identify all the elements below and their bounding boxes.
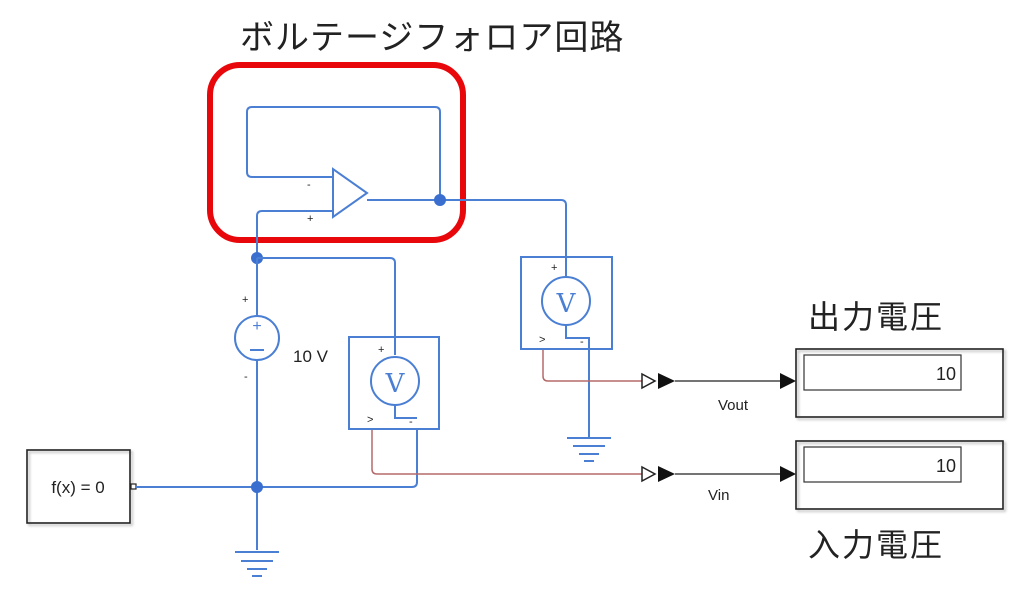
source-minus-label: - (244, 371, 248, 383)
output-display-field (803, 354, 962, 391)
ground-bus-wire[interactable] (136, 418, 418, 488)
highlight-box (207, 62, 466, 243)
vout-signal-wire[interactable] (542, 350, 642, 382)
source-plus-label: + (242, 294, 248, 306)
svg-text:V: V (556, 289, 577, 319)
vin-signal-wire[interactable] (371, 430, 642, 475)
opamp-symbol[interactable] (332, 167, 369, 219)
input-display-block[interactable] (795, 440, 1004, 510)
input-display-value: 10 (936, 456, 956, 476)
solver-block-label: f(x) = 0 (51, 478, 104, 497)
vout-signal-label: Vout (718, 397, 749, 414)
feedback-wire[interactable] (246, 106, 441, 200)
vout-arrow-icon (780, 373, 796, 389)
input-display-field (803, 446, 962, 483)
svg-text:>: > (539, 334, 545, 346)
vin-meter-plus-wire[interactable] (257, 257, 396, 358)
source-value-label: 10 V (293, 347, 329, 366)
output-display-value: 10 (936, 364, 956, 384)
svg-text:+: + (378, 344, 384, 356)
svg-text:+: + (551, 262, 557, 274)
solver-configuration-block[interactable] (26, 449, 131, 524)
solver-port[interactable] (130, 483, 137, 490)
ground-junction (251, 481, 263, 493)
svg-text:+: + (252, 318, 261, 335)
svg-text:>: > (367, 414, 373, 426)
output-voltage-caption: 出力電圧 (808, 298, 945, 336)
opamp-minus-label: - (307, 179, 311, 191)
opamp-output-wire[interactable] (367, 199, 567, 273)
svg-text:-: - (409, 416, 413, 428)
plus-input-wire[interactable] (256, 210, 333, 258)
svg-text:V: V (385, 369, 406, 399)
output-junction (434, 194, 446, 206)
ground-left-icon (235, 551, 279, 577)
opamp-plus-label: + (307, 213, 313, 225)
ground-right-icon (567, 437, 611, 462)
input-voltage-caption: 入力電圧 (808, 526, 945, 564)
vin-signal-label: Vin (708, 487, 729, 504)
output-display-block[interactable] (795, 348, 1004, 418)
diagram-title: ボルテージフォロア回路 (240, 18, 625, 58)
ps-simulink-converter-vin[interactable] (641, 465, 675, 483)
ps-simulink-converter-vout[interactable] (641, 372, 675, 390)
vin-arrow-icon (780, 466, 796, 482)
vout-meter-ground-wire[interactable] (565, 325, 590, 438)
svg-text:-: - (580, 336, 584, 348)
